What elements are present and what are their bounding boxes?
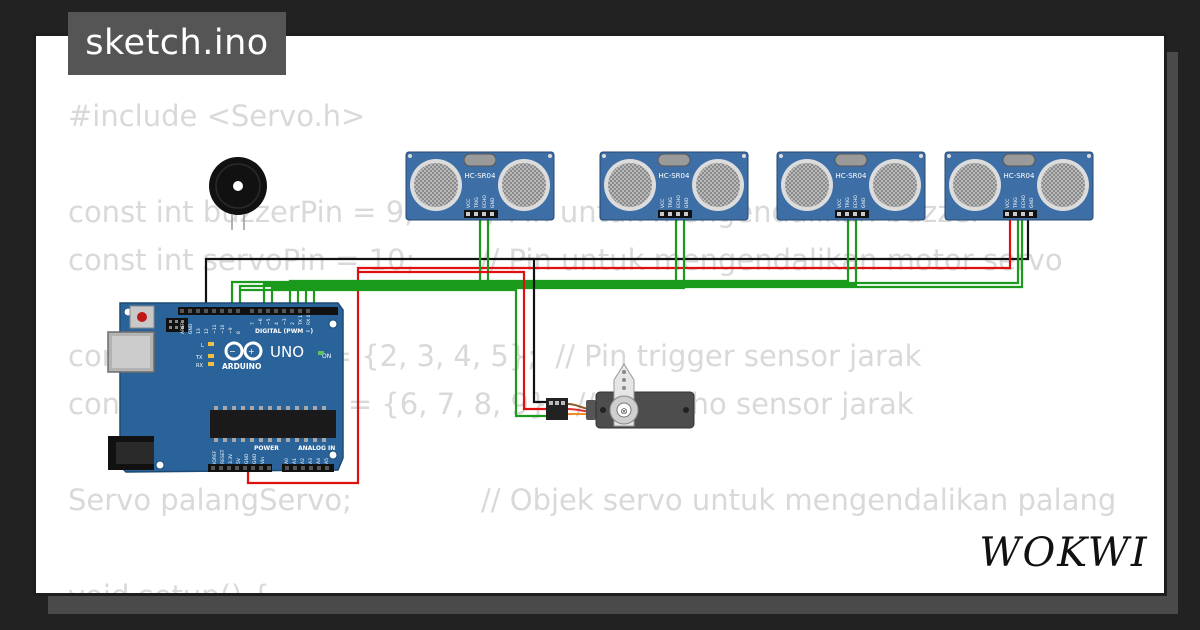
pin-label: A2 — [300, 458, 306, 464]
logo-plus-icon: + — [248, 347, 255, 356]
pin-label: 4 — [274, 322, 280, 325]
sketch-title: sketch.ino — [68, 12, 286, 75]
sensor-label: HC-SR04 — [465, 172, 496, 180]
pin-label: ECHO — [1021, 195, 1027, 208]
servo-motor[interactable]: ⊗ — [546, 363, 695, 429]
pin-label: TRIG — [668, 197, 674, 209]
pin-label: ECHO — [676, 195, 682, 208]
on-label: ON — [322, 353, 331, 360]
pin-label: A5 — [324, 458, 330, 464]
sensor-1[interactable]: HC-SR04 VCC TRIG ECHO GND — [405, 151, 555, 221]
pin-label: 2 — [290, 322, 296, 325]
pin-label: TRIG — [845, 197, 851, 209]
wire-trig-1 — [230, 215, 482, 310]
pin-label: A0 — [284, 458, 290, 464]
analog-header — [282, 464, 334, 472]
led-label: RX — [196, 363, 203, 369]
pin-label: TX 1 — [298, 315, 304, 326]
pin-label: ~6 — [258, 318, 264, 325]
pin-label: VCC — [837, 199, 843, 208]
wire-trig-3 — [288, 215, 850, 310]
arduino-uno[interactable]: AREF GND 13 12 ~11 ~10 ~9 8 7 ~6 ~5 4 ~3… — [107, 302, 344, 473]
servo-hub-icon: ⊗ — [620, 407, 628, 417]
pin-label: ECHO — [482, 195, 488, 208]
digital-label: DIGITAL (PWM ~) — [255, 328, 313, 335]
wires — [204, 215, 1030, 485]
code-line: #include <Servo.h> — [68, 99, 366, 133]
code-line: Servo palangServo; // Objek servo untuk … — [68, 483, 1117, 517]
board-brand: ARDUINO — [222, 362, 261, 371]
pin-label: GND — [252, 453, 258, 464]
microcontroller-chip — [210, 410, 336, 438]
arduino-logo-icon — [224, 341, 263, 361]
pin-label: ~11 — [212, 324, 218, 334]
pin-label: RX 0 — [306, 314, 312, 325]
pin-label: GND — [684, 197, 690, 208]
power-label: POWER — [254, 445, 279, 452]
pin-label: 7 — [250, 322, 256, 325]
wokwi-brand-text: WOKWI — [979, 530, 1148, 576]
led-label: TX — [195, 355, 203, 361]
wire-echo-2 — [270, 215, 686, 310]
board-model: UNO — [270, 343, 304, 361]
wire-servo-gnd — [520, 257, 546, 404]
wokwi-logo: WOKWI — [978, 522, 1150, 580]
wire-trig-2 — [262, 215, 678, 310]
sensor-label: HC-SR04 — [659, 172, 690, 180]
power-header — [208, 464, 272, 472]
pin-label: 13 — [196, 328, 202, 334]
wire-gnd — [204, 215, 1030, 310]
pin-label: TRIG — [1013, 197, 1019, 209]
pin-label: ~9 — [228, 327, 234, 334]
buzzer[interactable] — [209, 157, 267, 230]
pin-label: 5V — [236, 457, 242, 464]
pin-label: ~3 — [282, 318, 288, 325]
sensor-label: HC-SR04 — [1004, 172, 1035, 180]
wire-5v — [246, 215, 1012, 485]
pin-label: Vin — [260, 457, 266, 464]
logo-minus-icon: − — [229, 347, 236, 356]
pin-label: A1 — [292, 458, 298, 464]
wire-servo-vcc — [358, 270, 546, 411]
pin-label: IOREF — [212, 450, 218, 464]
sensor-4[interactable]: HC-SR04 VCC TRIG ECHO GND — [944, 151, 1094, 221]
pin-label: AREF — [180, 322, 186, 334]
pin-label: GND — [244, 453, 250, 464]
pin-label: TRIG — [474, 197, 480, 209]
sensor-2[interactable]: HC-SR04 VCC TRIG ECHO GND — [599, 151, 749, 221]
pin-label: A3 — [308, 458, 314, 464]
wire-echo-1 — [238, 215, 490, 310]
wire-echo-3 — [296, 215, 858, 310]
analog-label: ANALOG IN — [298, 445, 335, 452]
wire-servo-signal — [240, 288, 546, 418]
pin-label: GND — [1029, 197, 1035, 208]
pin-label: 12 — [204, 328, 210, 334]
pin-label: 3.3V — [228, 453, 234, 464]
pin-label: GND — [188, 323, 194, 334]
wire-echo-4 — [312, 215, 1024, 310]
sensor-3[interactable]: HC-SR04 VCC TRIG ECHO GND — [776, 151, 926, 221]
pin-label: ECHO — [853, 195, 859, 208]
led-label: L — [201, 343, 204, 349]
pin-label: VCC — [1005, 199, 1011, 208]
pin-label: VCC — [660, 199, 666, 208]
sensor-label: HC-SR04 — [836, 172, 867, 180]
code-line: void setup() { — [68, 579, 270, 596]
pin-label: VCC — [466, 199, 472, 208]
pin-label: ~10 — [220, 324, 226, 334]
pin-label: RESET — [220, 449, 226, 464]
wire-trig-4 — [304, 215, 1020, 310]
pin-label: GND — [861, 197, 867, 208]
wokwi-logo-icon: WOKWI — [979, 530, 1148, 576]
pin-label: A4 — [316, 458, 322, 464]
pin-label: 8 — [236, 331, 242, 334]
pin-label: GND — [490, 197, 496, 208]
pin-label: ~5 — [266, 318, 272, 325]
